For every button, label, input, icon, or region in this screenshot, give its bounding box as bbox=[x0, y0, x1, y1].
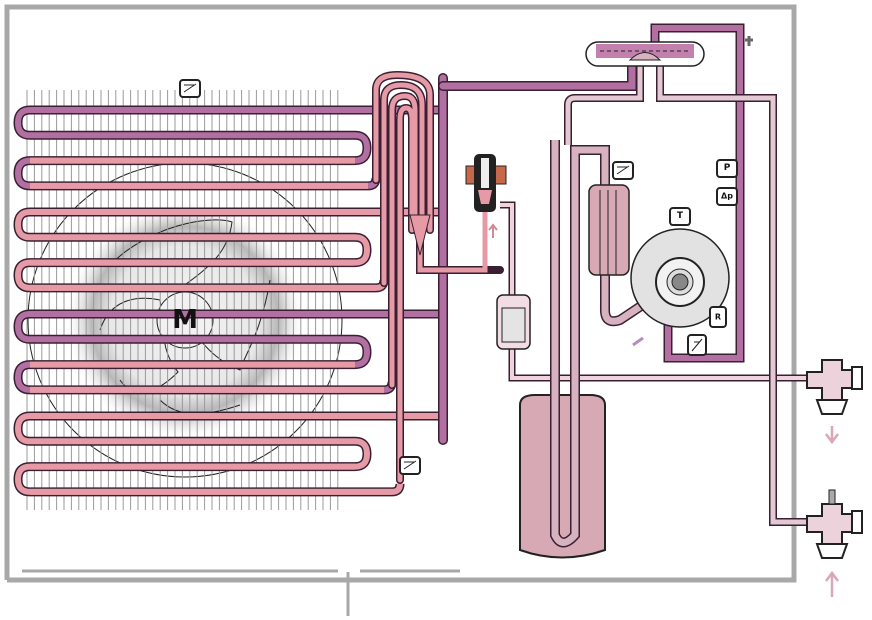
distributor-tubes bbox=[372, 70, 504, 484]
compressor bbox=[630, 228, 730, 328]
temperature-sensor-icon bbox=[612, 161, 634, 180]
coil-liquid-section bbox=[30, 259, 376, 291]
expansion-valve bbox=[465, 154, 507, 238]
svg-text:R: R bbox=[715, 313, 721, 322]
sensor-icons: P Δp T R bbox=[179, 79, 738, 475]
flow-arrow-icon bbox=[825, 570, 839, 597]
differential-pressure-icon: Δp bbox=[716, 187, 738, 206]
condenser-coil bbox=[13, 105, 443, 497]
fan-motor-icon: M bbox=[172, 305, 198, 335]
service-valves bbox=[806, 359, 863, 597]
temperature-sensor-icon: T bbox=[669, 207, 691, 226]
coil-circuit bbox=[14, 107, 443, 189]
coil-circuit bbox=[14, 311, 443, 393]
four-way-valve bbox=[585, 36, 753, 67]
suction-line bbox=[564, 60, 810, 526]
flow-arrow-icon bbox=[825, 426, 839, 445]
svg-text:T: T bbox=[677, 211, 684, 221]
coil-liquid-section bbox=[30, 157, 368, 189]
unit-casing bbox=[4, 4, 797, 616]
pressure-switch-icon: P bbox=[716, 159, 738, 178]
coil-circuit bbox=[14, 209, 443, 291]
service-valve-icon[interactable] bbox=[806, 489, 863, 559]
flow-arrow-icon bbox=[632, 336, 644, 347]
receiver-tank bbox=[519, 140, 610, 559]
accumulator bbox=[588, 184, 630, 276]
hot-gas-header bbox=[438, 23, 745, 445]
flow-arrow-icon bbox=[488, 223, 498, 238]
coil-liquid-section bbox=[30, 361, 384, 393]
svg-text:Δp: Δp bbox=[721, 192, 733, 201]
coil-liquid-section bbox=[30, 463, 392, 495]
svg-text:P: P bbox=[724, 163, 731, 173]
heater-icon: R bbox=[709, 306, 727, 328]
service-valve-icon[interactable] bbox=[806, 359, 863, 415]
temperature-sensor-icon bbox=[399, 456, 421, 475]
temperature-sensor-icon bbox=[179, 79, 201, 98]
pressure-switch-icon bbox=[687, 334, 707, 356]
coil-circuit bbox=[14, 413, 443, 495]
liquid-line bbox=[496, 201, 815, 382]
